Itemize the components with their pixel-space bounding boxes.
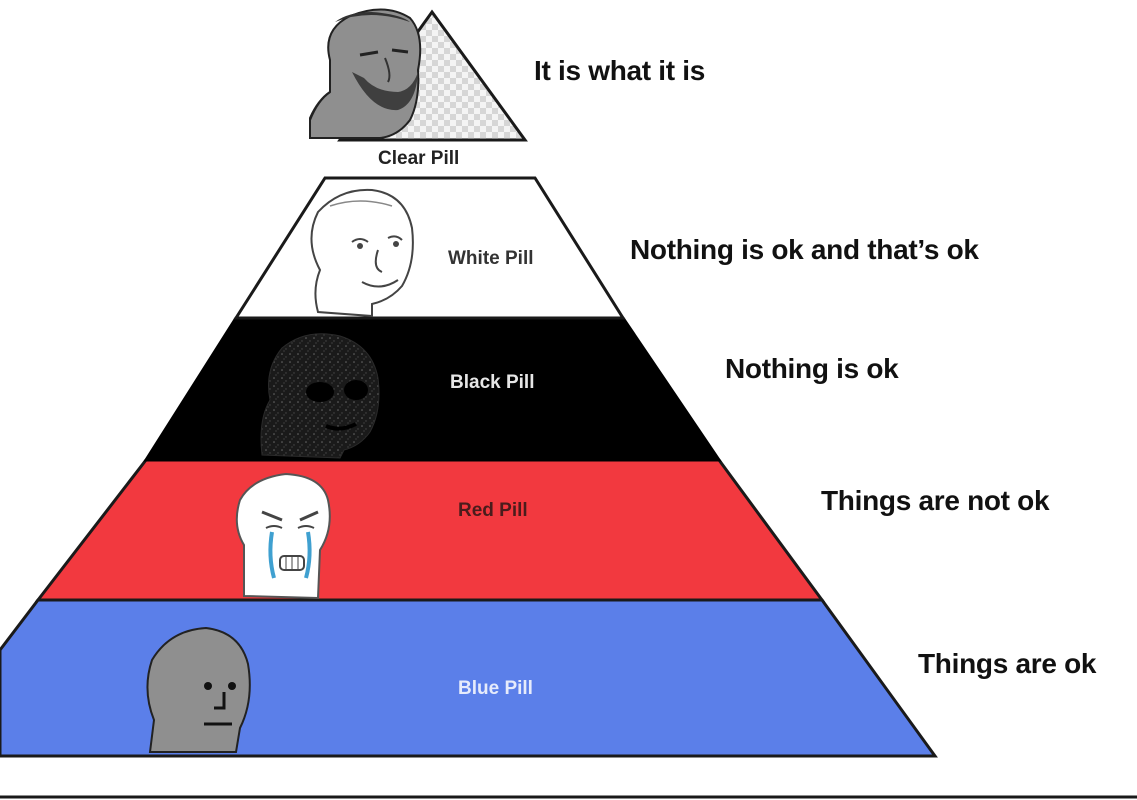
white-pill-tier [233, 176, 626, 320]
blue-pill-caption: Things are ok [918, 648, 1097, 679]
black-pill-label: Black Pill [450, 372, 535, 393]
black-pill-tier [143, 316, 722, 462]
white-pill-label: White Pill [448, 248, 534, 269]
doomer-dark-face [260, 333, 380, 459]
clear-pill-caption: It is what it is [534, 55, 706, 86]
red-pill-tier [34, 458, 825, 602]
crying-wojak-face [235, 472, 331, 600]
blue-pill-label: Blue Pill [458, 678, 533, 699]
white-pill-caption: Nothing is ok and that’s ok [630, 234, 979, 265]
gigachad-face [309, 8, 422, 139]
clear-pill-label: Clear Pill [378, 148, 460, 169]
wojak-smiling-face [310, 188, 414, 318]
black-pill-caption: Nothing is ok [725, 353, 899, 384]
npc-face [146, 626, 251, 753]
red-pill-label: Red Pill [458, 500, 528, 521]
red-pill-caption: Things are not ok [821, 485, 1050, 516]
